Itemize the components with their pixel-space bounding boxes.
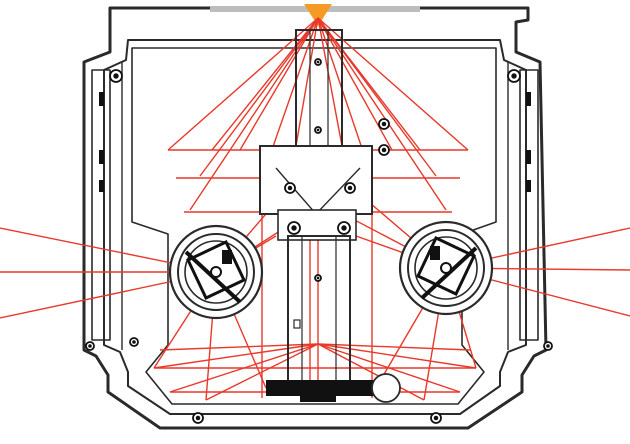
base-foot [300,394,336,402]
slot [99,180,104,192]
right-side-rail [519,69,539,341]
bolt-icon [314,126,322,134]
bolt-icon [378,144,390,156]
outer-housing-outline [82,6,548,430]
light-ray [317,17,343,147]
slot [99,92,104,106]
bolt-icon [314,274,322,282]
bolt-icon [507,69,521,83]
left-side-rail [91,69,111,341]
bolt-icon [344,182,356,194]
bolt-icon [109,69,123,83]
bolt-icon [337,221,351,235]
slot [526,180,531,192]
light-ray [211,17,319,151]
roller-wheel-icon [398,220,494,316]
bolt-icon [378,118,390,130]
bottom-roller [371,373,401,403]
column-lower-rail [287,235,351,387]
light-ray [295,17,319,147]
light-ray [239,17,319,151]
light-ray [159,343,319,351]
bolt-icon [129,337,139,347]
inner-housing-wall [103,39,527,415]
slot [526,150,531,164]
carriage-block [259,145,373,215]
light-ray [317,17,393,151]
bolts [85,58,553,424]
light-ray [317,343,471,351]
slot [99,150,104,164]
side-slots [99,92,531,192]
column-marker [293,319,301,329]
roller-wheel-icon [168,224,264,320]
light-ray [153,343,319,369]
slot [526,92,531,106]
light-source-icon [304,4,332,26]
bolt-icon [192,412,204,424]
bolt-icon [543,341,553,351]
light-ray [167,17,319,151]
bolt-icon [85,341,95,351]
bolt-icon [284,182,296,194]
light-ray [317,343,477,369]
base-plate [266,380,376,396]
bolt-icon [430,412,442,424]
light-ray [205,343,319,401]
housing-frame [82,6,548,430]
bolt-icon [287,221,301,235]
inner-bowl-line [131,47,497,405]
bolt-icon [314,58,322,66]
